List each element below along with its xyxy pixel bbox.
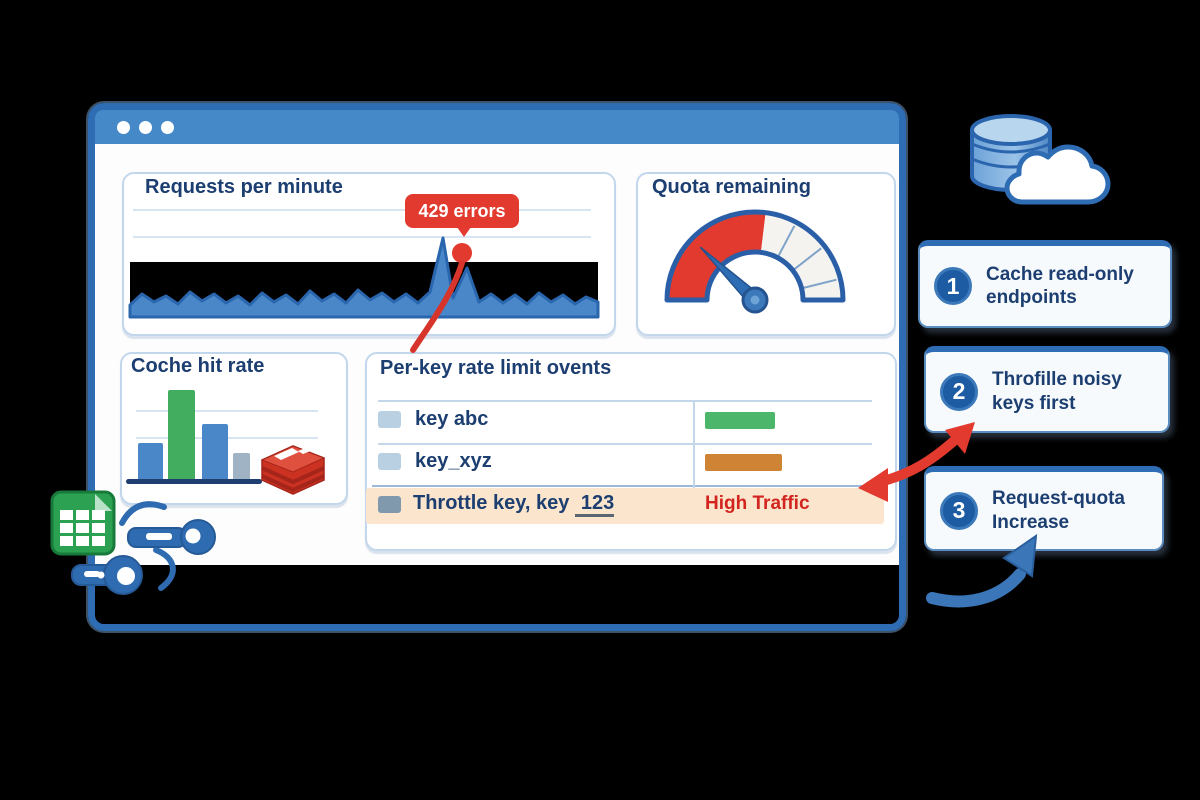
window-control-dot[interactable] [161, 120, 174, 134]
step-number-badge: 3 [940, 491, 978, 530]
traffic-wave [128, 236, 600, 319]
cache-bar-chart [136, 388, 256, 482]
bar [168, 390, 195, 482]
step-label: Throfille noisy keys first [992, 369, 1122, 414]
row-value-bar [705, 412, 775, 429]
step-label: Cache read-only endpoints [986, 263, 1134, 308]
swoosh-arc [119, 501, 167, 526]
table-divider [372, 485, 872, 487]
cloud-icon [1004, 144, 1111, 205]
api-key-icon [71, 555, 143, 595]
red-double-arrow [858, 422, 975, 502]
blue-curved-arrow [926, 533, 1038, 608]
chart-gridline [136, 410, 318, 412]
row-status-text: High Traffic [705, 493, 810, 514]
chart-gridline [133, 236, 591, 238]
swoosh-arc [153, 547, 176, 591]
window-control-dot[interactable] [139, 120, 152, 134]
bar [233, 453, 250, 482]
table-divider [378, 443, 872, 445]
step-number-badge: 1 [934, 267, 972, 305]
requests-line-chart [128, 236, 600, 319]
api-key-icons [71, 501, 216, 595]
step-label: Request-quota Increase [992, 488, 1125, 533]
window-titlebar [95, 110, 899, 144]
database-icon [970, 114, 1111, 205]
window-control-dot[interactable] [117, 120, 130, 134]
step-card-3: 3 Request-quota Increase [924, 466, 1164, 551]
error-spike-dot [452, 243, 472, 263]
api-key-icon [127, 519, 216, 555]
row-checkbox[interactable] [378, 496, 401, 513]
redis-icon [260, 445, 326, 495]
row-label: Throttle key, key 123 [413, 492, 615, 517]
row-label: key abc [415, 408, 489, 430]
step-number-badge: 2 [940, 372, 978, 411]
table-divider [378, 400, 872, 402]
table-column-divider [693, 400, 695, 518]
red-pointer-curve [410, 260, 465, 353]
cache-panel-title: Coche hit rate [131, 355, 265, 377]
row-label-text: Throttle key, key [413, 492, 575, 514]
spreadsheet-icon [50, 490, 116, 556]
row-label: key_xyz [415, 450, 492, 472]
gauge-icon [664, 209, 846, 314]
events-panel-title: Per-key rate limit ovents [380, 357, 612, 379]
step-card-1: 1 Cache read-only endpoints [918, 240, 1172, 328]
chart-gridline [133, 209, 591, 211]
step-card-2: 2 Throfille noisy keys first [924, 346, 1170, 433]
row-label-underlined: 123 [574, 492, 615, 517]
bar [202, 424, 228, 482]
quota-panel-title: Quota remaining [652, 176, 811, 198]
bar [138, 443, 163, 482]
row-checkbox[interactable] [378, 411, 401, 428]
error-badge: 429 errors [405, 194, 519, 237]
row-value-bar [705, 454, 782, 471]
chart-baseline [126, 479, 262, 484]
requests-panel-title: Requests per minute [145, 176, 343, 198]
highlighted-table-row[interactable] [366, 488, 884, 524]
row-checkbox[interactable] [378, 453, 401, 470]
